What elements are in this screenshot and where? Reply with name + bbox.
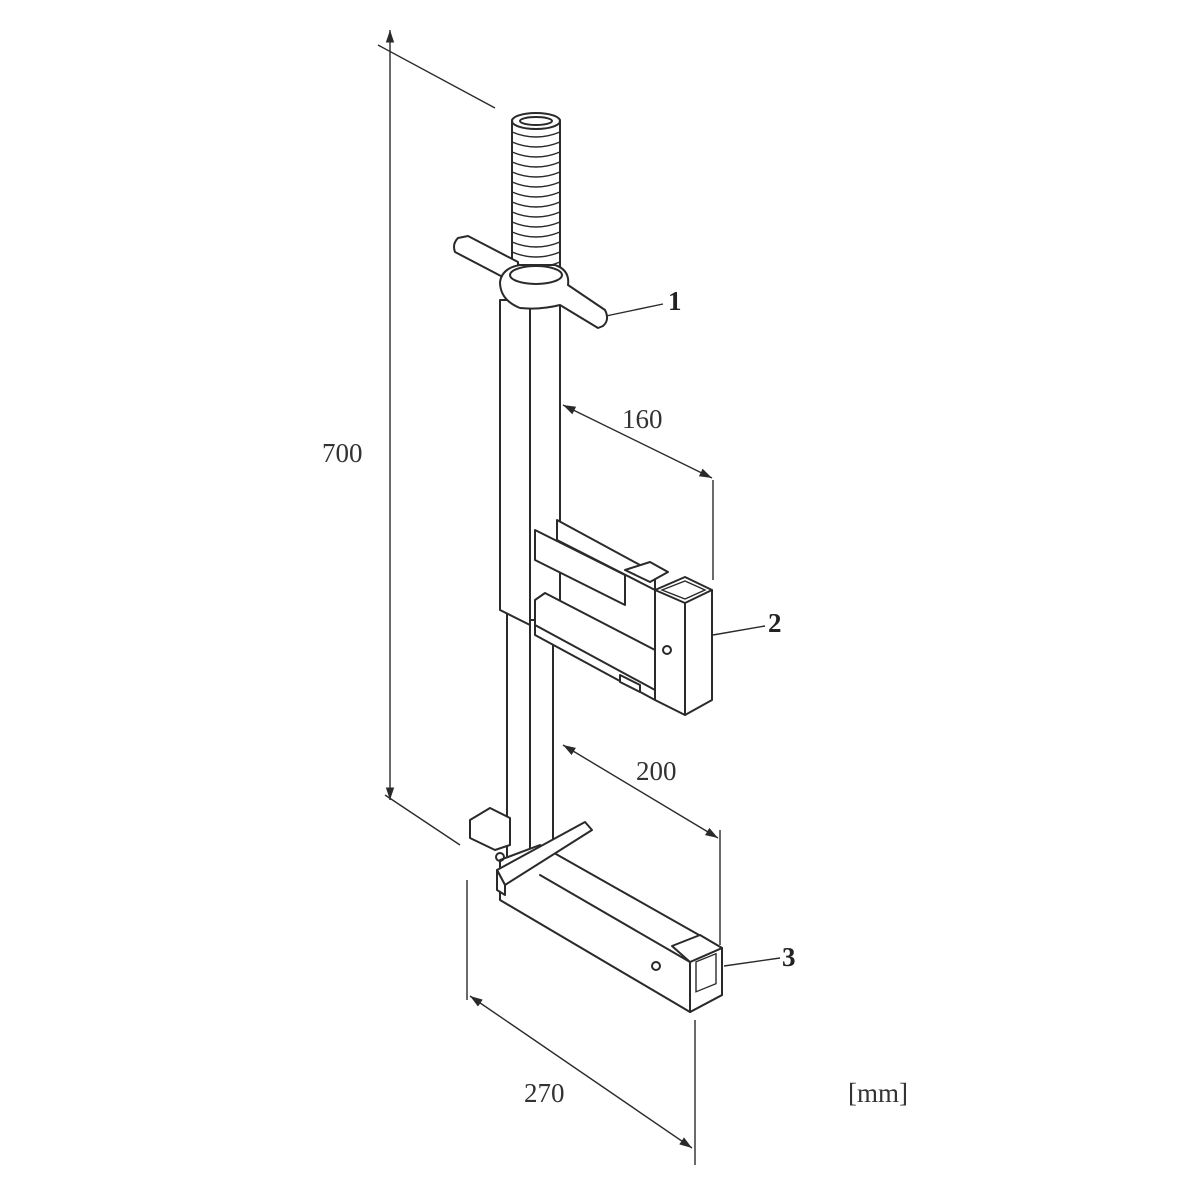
- callout-3: 3: [723, 942, 796, 972]
- dimension-label-base: 270: [524, 1078, 565, 1108]
- dimension-270: 270: [466, 880, 696, 1165]
- bracket-arm: [534, 519, 713, 716]
- dimension-label-height: 700: [322, 438, 363, 468]
- dimension-200: 200: [562, 744, 721, 945]
- callout-label-1: 1: [668, 286, 682, 316]
- unit-label: [mm]: [848, 1078, 908, 1108]
- t-handle-nut: [453, 235, 609, 329]
- dimension-160: 160: [562, 404, 714, 580]
- outer-pipe: [499, 299, 561, 626]
- screw-spindle: [511, 112, 561, 271]
- callout-label-2: 2: [768, 608, 782, 638]
- dimension-label-upper-arm: 160: [622, 404, 663, 434]
- dimension-label-lower-arm: 200: [636, 756, 677, 786]
- dimension-700: 700: [322, 30, 496, 846]
- base-tube: [469, 807, 723, 1013]
- callout-label-3: 3: [782, 942, 796, 972]
- inner-pipe: [506, 611, 554, 863]
- callout-1: 1: [605, 286, 682, 317]
- callout-2: 2: [712, 608, 782, 638]
